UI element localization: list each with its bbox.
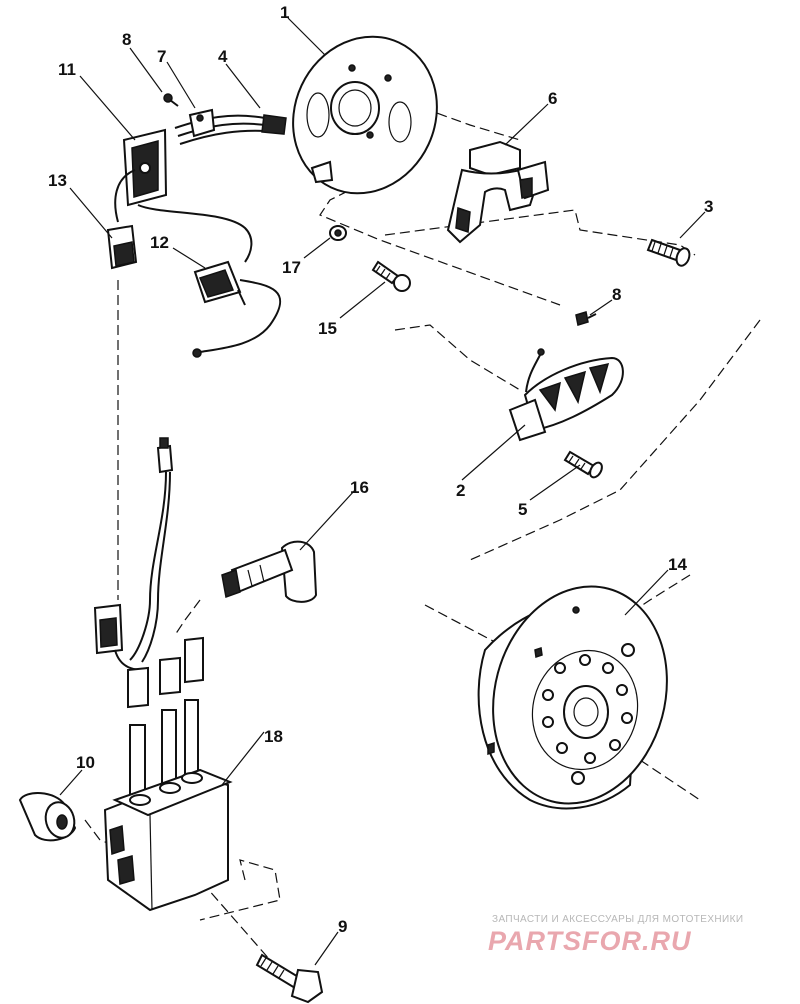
- callout-6: 6: [548, 89, 557, 108]
- watermark-tagline: ЗАПЧАСТИ И АКСЕССУАРЫ ДЛЯ МОТОТЕХНИКИ: [492, 914, 743, 925]
- callout-2: 2: [456, 481, 465, 500]
- callout-4: 4: [218, 47, 228, 66]
- ignition-coil: [103, 636, 233, 912]
- screw-3: [646, 238, 691, 267]
- pickup-bracket: [446, 140, 550, 244]
- callout-18: 18: [264, 727, 283, 746]
- spark-plug-cap: [221, 540, 318, 603]
- callout-1: 1: [280, 3, 289, 22]
- callout-14: 14: [668, 555, 687, 574]
- callout-7: 7: [157, 47, 166, 66]
- callout-16: 16: [350, 478, 369, 497]
- charging-coil: [508, 348, 624, 442]
- callout-13: 13: [48, 171, 67, 190]
- callout-17: 17: [282, 258, 301, 277]
- callout-10: 10: [76, 753, 95, 772]
- watermark: ЗАПЧАСТИ И АКСЕССУАРЫ ДЛЯ МОТОТЕХНИКИ PA…: [488, 914, 743, 956]
- callout-11: 11: [58, 60, 76, 79]
- watermark-brand: PARTSFOR.RU: [488, 926, 692, 956]
- callout-5: 5: [518, 500, 527, 519]
- screw-8-right: [575, 311, 597, 326]
- callout-15: 15: [318, 319, 337, 338]
- washer-17: [329, 225, 347, 241]
- wire-harness: [106, 108, 287, 358]
- callout-12: 12: [150, 233, 169, 252]
- lead-connector: [93, 437, 174, 671]
- screw-5: [563, 450, 603, 479]
- screw-8-upper: [163, 93, 179, 107]
- flywheel: [477, 585, 668, 810]
- boot-10: [18, 792, 77, 842]
- leader-lines: [59, 17, 706, 966]
- stator-plate: [292, 35, 438, 195]
- callout-8-right: 8: [612, 285, 621, 304]
- callout-3: 3: [704, 197, 713, 216]
- callout-9: 9: [338, 917, 347, 936]
- callouts: 1 2 3 4 5 6 7 8 8 9 10 11 12 13 14 15 16…: [48, 3, 713, 936]
- bolt-9: [255, 953, 324, 1004]
- screw-15: [371, 260, 411, 292]
- callout-8-upper: 8: [122, 30, 131, 49]
